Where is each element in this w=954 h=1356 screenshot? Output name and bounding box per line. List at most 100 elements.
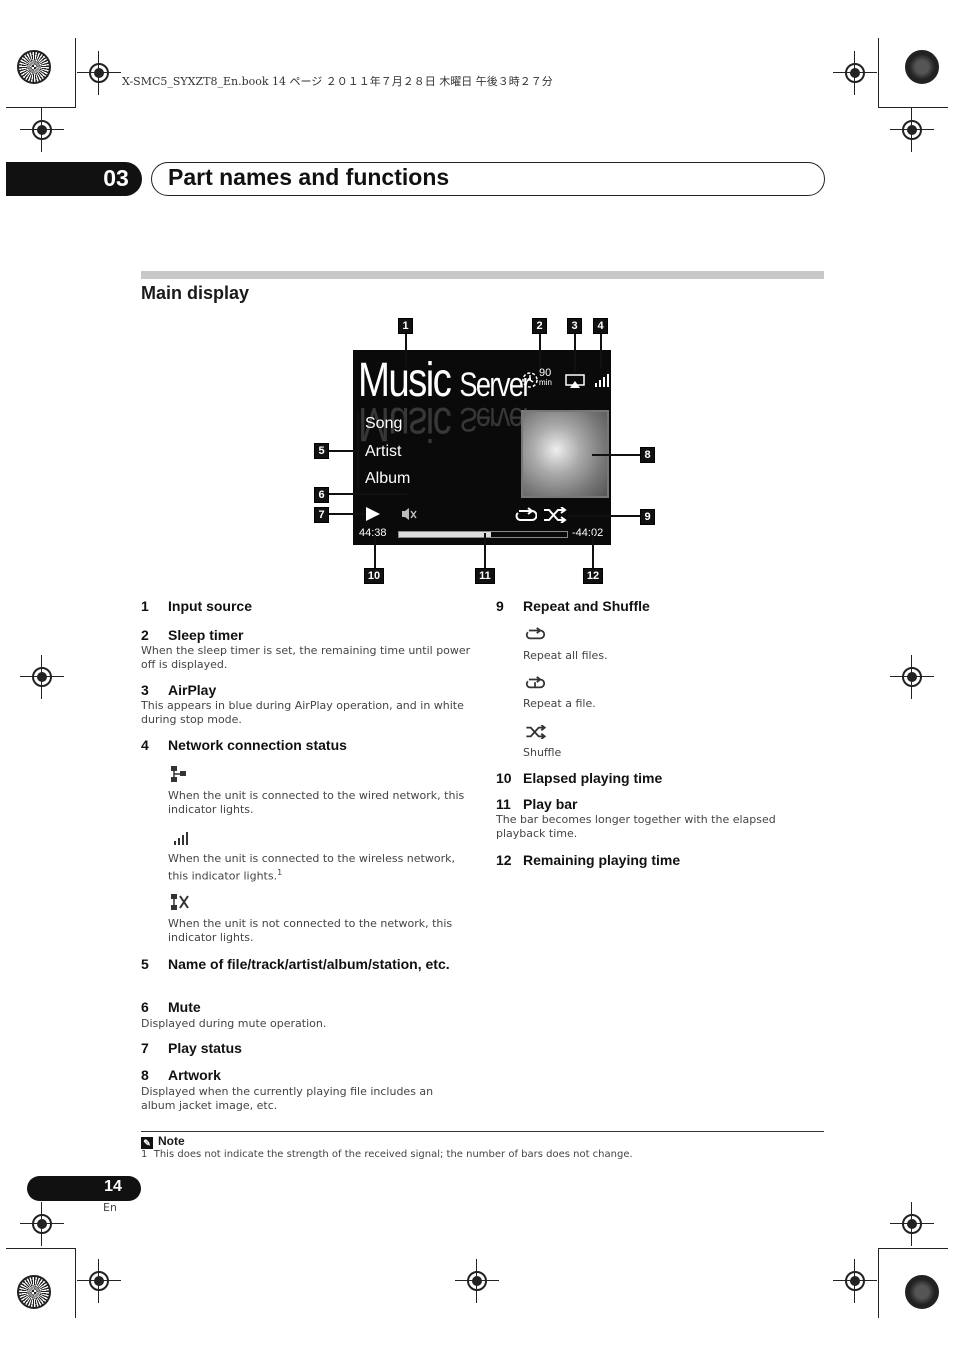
wired-network-icon [171, 766, 186, 782]
network-disconnected-desc: When the unit is not connected to the ne… [168, 917, 453, 944]
trim-line [878, 107, 948, 108]
leader-line [329, 450, 359, 452]
trim-line [6, 107, 76, 108]
callout-9: 9 [640, 509, 655, 525]
display-song-line: Song [365, 415, 403, 432]
chapter-tab [6, 162, 142, 196]
note-heading: ✎Note [141, 1134, 185, 1149]
crosshair-mark [890, 1202, 934, 1246]
callout-5: 5 [314, 443, 329, 459]
leader-line [568, 515, 640, 517]
crosshair-mark [833, 1259, 877, 1303]
shuffle-icon [544, 507, 567, 523]
wireless-network-desc: When the unit is connected to the wirele… [168, 852, 455, 883]
page-number: 14 [104, 1178, 122, 1195]
registration-burst-top-left [17, 50, 51, 84]
chapter-number: 03 [103, 165, 129, 191]
trim-line [75, 1248, 76, 1318]
registration-burst-bottom-left [17, 1275, 51, 1309]
leader-line [374, 535, 376, 568]
wireless-signal-icon [595, 374, 609, 387]
item-play-bar-desc: The bar becomes longer together with the… [496, 813, 776, 840]
sleep-timer-icon [522, 372, 538, 388]
item-artwork-desc: Displayed when the currently playing fil… [141, 1085, 434, 1112]
play-icon [366, 507, 380, 521]
leader-line [592, 454, 640, 456]
section-divider [141, 271, 824, 279]
item-mute-desc: Displayed during mute operation. [141, 1017, 327, 1030]
leader-line [329, 493, 407, 495]
elapsed-time: 44:38 [359, 527, 387, 539]
chapter-title: Part names and functions [168, 164, 450, 190]
callout-8: 8 [640, 447, 655, 463]
airplay-icon [565, 374, 585, 388]
trim-line [75, 38, 76, 108]
callout-10: 10 [364, 568, 384, 584]
callout-11: 11 [475, 568, 495, 584]
callout-6: 6 [314, 487, 329, 503]
crosshair-mark [890, 655, 934, 699]
trim-line [878, 1248, 879, 1318]
callout-12: 12 [583, 568, 603, 584]
repeat-one-icon [525, 676, 545, 689]
shuffle-icon [526, 725, 547, 739]
leader-line [600, 333, 602, 369]
crosshair-mark [77, 1259, 121, 1303]
display-source-title: Music Server [358, 354, 531, 407]
registration-burst-top-right [905, 50, 939, 84]
crosshair-mark [77, 51, 121, 95]
note-pencil-icon: ✎ [141, 1137, 153, 1149]
crosshair-mark [455, 1259, 499, 1303]
callout-3: 3 [567, 318, 582, 334]
callout-4: 4 [593, 318, 608, 334]
callout-2: 2 [532, 318, 547, 334]
footnote-ref: 1 [277, 868, 283, 877]
crosshair-mark [20, 108, 64, 152]
crosshair-mark [890, 108, 934, 152]
remaining-time: -44:02 [572, 527, 604, 539]
crosshair-mark [833, 51, 877, 95]
leader-line [592, 535, 594, 568]
leader-line [405, 333, 407, 367]
network-disconnected-icon [171, 894, 189, 910]
mute-icon [402, 508, 417, 520]
callout-1: 1 [398, 318, 413, 334]
item-airplay-desc: This appears in blue during AirPlay oper… [141, 699, 464, 726]
crosshair-mark [20, 655, 64, 699]
note-divider [141, 1131, 824, 1132]
repeat-all-icon [525, 627, 545, 640]
trim-line [6, 1248, 76, 1249]
chapter-title-frame [151, 162, 825, 196]
play-bar-fill [399, 532, 492, 537]
trim-line [878, 1248, 948, 1249]
bracket-line [357, 412, 359, 490]
repeat-all-desc: Repeat all files. [523, 649, 608, 662]
page-language: En [103, 1201, 117, 1214]
callout-7: 7 [314, 507, 329, 523]
repeat-one-desc: Repeat a file. [523, 697, 596, 710]
leader-line [484, 533, 486, 568]
registration-burst-bottom-right [905, 1275, 939, 1309]
leader-line [539, 333, 541, 367]
item-sleep-timer-desc: When the sleep timer is set, the remaini… [141, 644, 471, 671]
leader-line [329, 513, 365, 515]
crosshair-mark [20, 1202, 64, 1246]
repeat-all-icon [515, 507, 537, 521]
display-album-line: Album [365, 470, 411, 487]
display-artist-line: Artist [365, 443, 402, 460]
wired-network-desc: When the unit is connected to the wired … [168, 789, 465, 816]
